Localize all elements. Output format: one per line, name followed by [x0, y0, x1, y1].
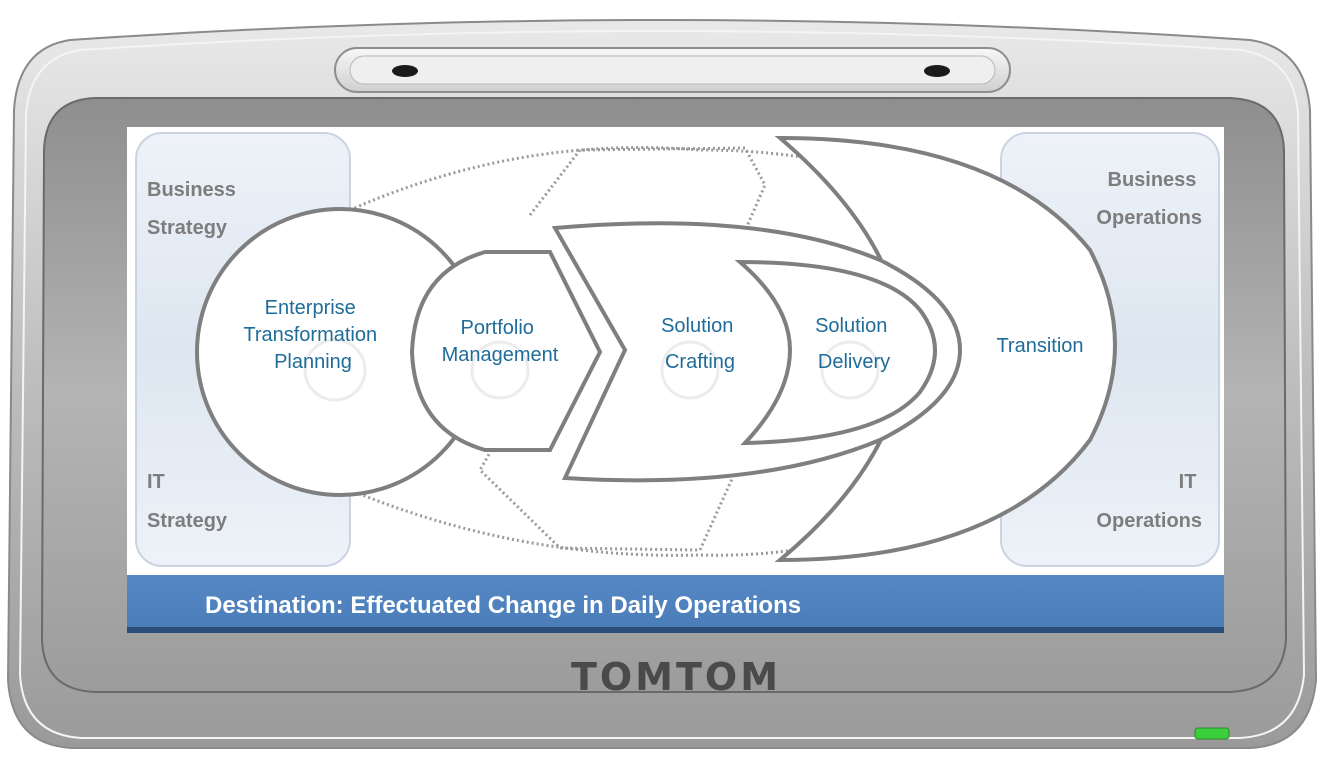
business-operations-label: Business Operations [1096, 169, 1202, 229]
portfolio-management-shape [409, 250, 603, 452]
it-operations-label: IT Operations [1096, 471, 1202, 532]
solution-crafting-label: Solution Crafting [661, 315, 739, 373]
portfolio-management-label: Portfolio Management [442, 317, 559, 366]
left-speaker-hole [392, 65, 418, 77]
right-speaker-hole [924, 65, 950, 77]
transition-label: Transition [996, 335, 1083, 357]
solution-delivery-label: Solution Delivery [815, 315, 893, 373]
top-slot [334, 47, 1011, 93]
it-strategy-label: IT Strategy [147, 471, 228, 532]
enterprise-transformation-planning-label: Enterprise Transformation Planning [243, 297, 382, 373]
destination-banner-text: Destination: Effectuated Change in Daily… [205, 592, 801, 619]
destination-banner [127, 575, 1224, 631]
watermark-icon [820, 340, 880, 400]
watermark-icon [660, 340, 720, 400]
solution-delivery-shape [734, 259, 937, 446]
watermark-icon [303, 338, 367, 402]
tomtom-logo: TOMTOM [571, 655, 781, 699]
watermark-icon [470, 340, 530, 400]
business-strategy-label: Business Strategy [147, 179, 242, 239]
screen: Business Strategy IT Strategy Business O… [127, 127, 1224, 633]
status-led [1194, 727, 1230, 740]
